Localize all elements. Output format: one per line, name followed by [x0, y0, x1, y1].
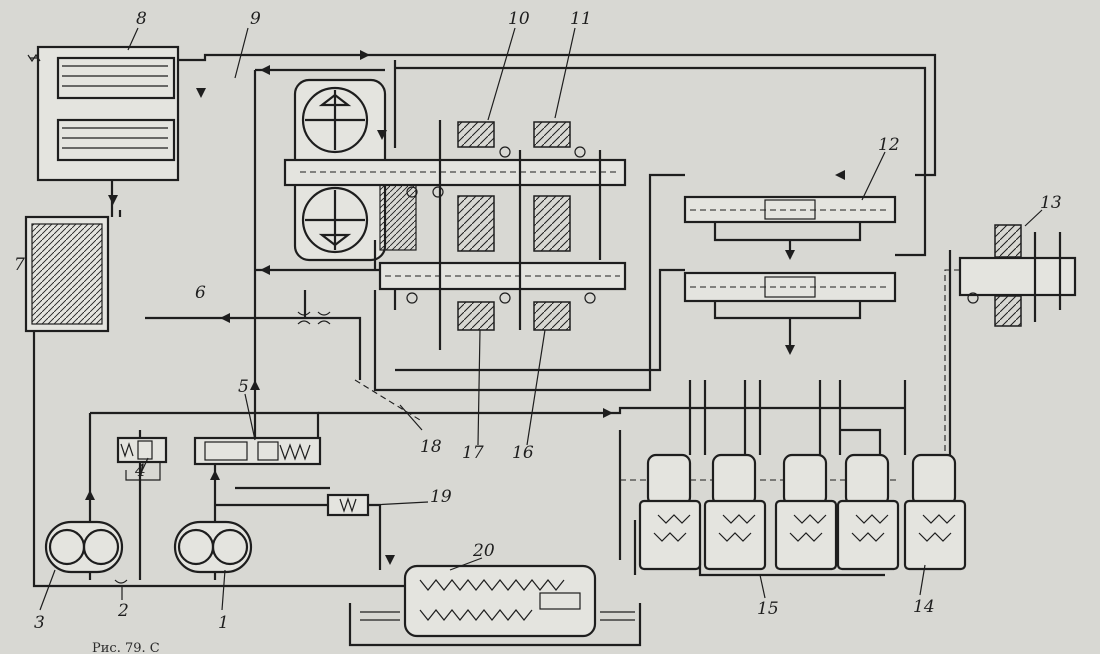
label-20: 20 [472, 541, 495, 561]
component-20-reservoir [348, 564, 642, 647]
component-3-pump [44, 520, 124, 574]
component-19-valve [326, 493, 370, 517]
label-8: 8 [136, 9, 147, 29]
label-4: 4 [134, 461, 146, 481]
component-13 [958, 224, 1077, 327]
label-18: 18 [420, 437, 442, 457]
component-12-servo-cylinders [683, 195, 897, 352]
leader-lines [39, 27, 1043, 611]
component-2-orifice [114, 579, 128, 584]
label-7-top: 7 [14, 255, 25, 275]
figure-caption: Рис. 79. С [92, 641, 160, 654]
component-15-valve-block [638, 453, 900, 571]
label-5: 5 [238, 377, 249, 397]
label-10: 10 [508, 9, 530, 29]
main-shafts [283, 158, 627, 291]
flow-arrows [85, 50, 845, 565]
label-11: 11 [570, 9, 592, 29]
label-1: 1 [218, 613, 229, 633]
label-15: 15 [757, 599, 779, 619]
component-8 [27, 45, 180, 205]
label-2: 2 [117, 601, 129, 621]
label-13: 13 [1040, 193, 1062, 213]
clutch-packs [406, 120, 602, 350]
component-5-valve [193, 436, 322, 466]
label-14: 14 [913, 597, 935, 617]
label-19: 19 [430, 487, 452, 507]
label-17: 17 [462, 443, 484, 463]
component-4-valve [116, 436, 168, 481]
label-16: 16 [512, 443, 534, 463]
component-14-valve [903, 453, 967, 571]
label-3: 3 [34, 613, 45, 633]
label-9: 9 [250, 9, 261, 29]
oil-lines [88, 53, 960, 580]
label-12: 12 [878, 135, 900, 155]
label-6: 6 [195, 283, 206, 303]
component-1-pump [173, 520, 253, 574]
orifices [297, 311, 331, 325]
